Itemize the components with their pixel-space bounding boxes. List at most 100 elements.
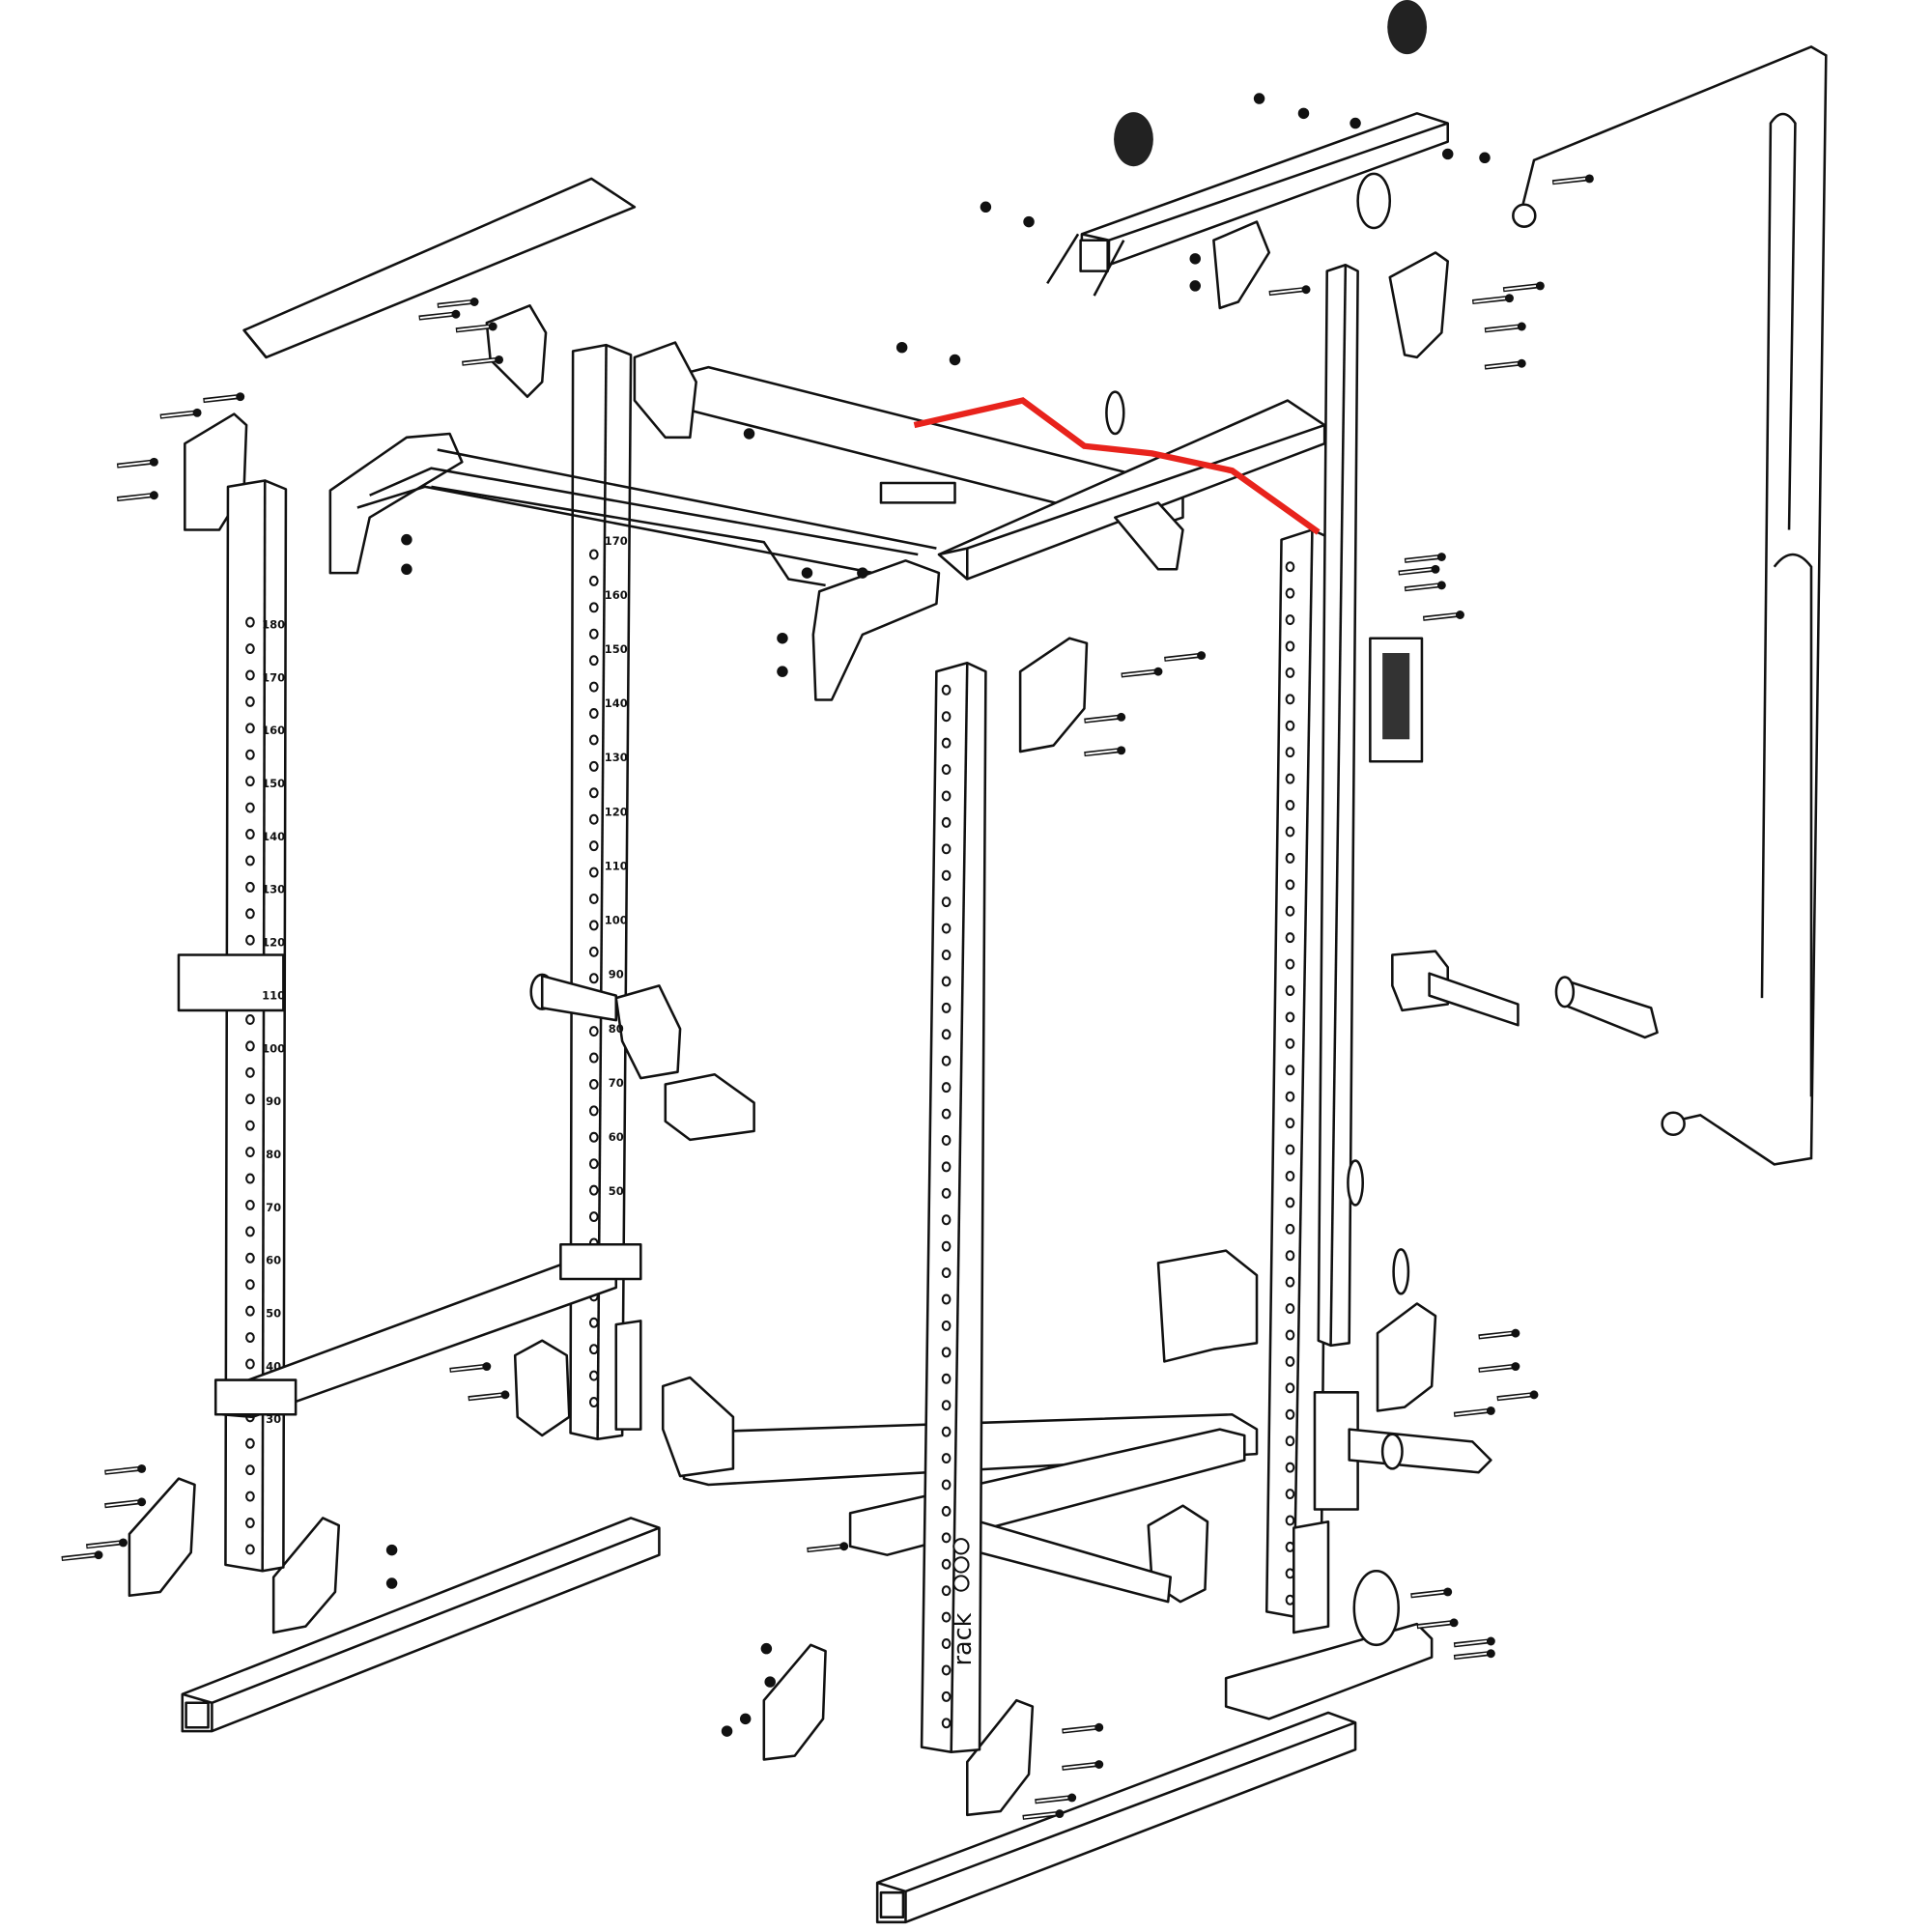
upright-hole xyxy=(941,923,952,934)
upright-hole xyxy=(941,950,952,961)
upright-hole xyxy=(245,1252,255,1264)
upright-hole xyxy=(245,1358,255,1370)
bolt xyxy=(1422,611,1464,621)
upright-hole xyxy=(1285,1091,1295,1102)
weight-horn xyxy=(1391,950,1659,1039)
upright-hole xyxy=(941,1585,952,1597)
upright-hole xyxy=(245,1332,255,1344)
upright-hole xyxy=(245,1305,255,1317)
upright-hole xyxy=(941,816,952,828)
nut xyxy=(760,1642,773,1655)
bolt xyxy=(1062,1760,1104,1771)
upright-hole xyxy=(245,908,255,920)
bolt xyxy=(1478,1362,1520,1373)
height-label: 180 xyxy=(262,618,285,632)
upright-hole xyxy=(588,549,599,560)
bolt xyxy=(462,355,504,366)
upright-hole xyxy=(941,1347,952,1358)
loading-pins xyxy=(1046,233,1125,297)
logo-circles xyxy=(952,1538,970,1592)
upright-hole xyxy=(245,616,255,628)
upright-hole xyxy=(245,1199,255,1210)
nut xyxy=(1023,215,1035,228)
bolt xyxy=(1502,281,1545,293)
upright-hole xyxy=(941,1029,952,1040)
height-label: 50 xyxy=(609,1184,624,1198)
nut xyxy=(857,567,868,579)
upright-hole xyxy=(1285,1382,1295,1394)
upright-hole xyxy=(588,1158,599,1170)
upright-hole xyxy=(1285,614,1295,626)
upright-hole xyxy=(245,749,255,760)
gusset-plate xyxy=(128,1477,196,1598)
bolt xyxy=(418,309,461,321)
bolt xyxy=(104,1497,147,1509)
upright-hole xyxy=(941,1214,952,1226)
height-label: 130 xyxy=(605,751,628,764)
pulley-block-detail xyxy=(1382,653,1410,740)
upright-hole xyxy=(941,1532,952,1544)
gusset-plate xyxy=(1376,1302,1437,1412)
height-label: 110 xyxy=(605,860,628,873)
upright-hole xyxy=(941,869,952,881)
upright-hole xyxy=(588,894,599,904)
cable-ball-stop xyxy=(1512,203,1537,228)
height-label: 70 xyxy=(266,1201,281,1214)
upright-hole xyxy=(1285,640,1295,652)
height-label: 100 xyxy=(262,1041,285,1055)
upright-hole xyxy=(1285,1250,1295,1262)
upright-hole xyxy=(941,1240,952,1252)
upright-hole xyxy=(588,973,599,984)
height-label: 90 xyxy=(266,1094,281,1108)
height-label: 160 xyxy=(262,724,285,737)
gusset-plate xyxy=(513,1339,571,1437)
upright-hole xyxy=(941,1718,952,1729)
height-label: 150 xyxy=(262,777,285,790)
left-front-upright xyxy=(569,343,633,1441)
upright-hole xyxy=(941,1400,952,1411)
upright-hole xyxy=(1285,773,1295,784)
pulley-bracket xyxy=(1212,220,1271,310)
lower-pulley-wheel xyxy=(1352,1570,1400,1647)
bolt xyxy=(468,1390,510,1402)
foot-tube-end xyxy=(879,1890,905,1918)
cable-loop xyxy=(1760,112,1813,1097)
upright-hole xyxy=(941,1055,952,1066)
nut xyxy=(777,666,788,677)
upright-hole xyxy=(588,1052,599,1064)
nut xyxy=(721,1725,733,1737)
height-label: 120 xyxy=(605,805,628,818)
pipe-sleeve xyxy=(614,1320,642,1431)
bolt xyxy=(203,392,245,404)
height-label: 110 xyxy=(262,988,285,1002)
bolt xyxy=(1484,358,1526,370)
gusset-plate xyxy=(1018,637,1089,753)
upright-hole xyxy=(245,1173,255,1184)
gusset-plate xyxy=(271,1517,341,1634)
gusset-plate xyxy=(1388,251,1449,359)
height-label: 170 xyxy=(262,670,285,684)
weight-horn xyxy=(1348,1428,1492,1474)
upright-hole xyxy=(941,1002,952,1013)
gusset-plate xyxy=(762,1643,827,1761)
nut xyxy=(1350,117,1361,129)
foot-tube-end xyxy=(185,1701,210,1729)
bolt xyxy=(1404,581,1446,592)
upright-hole xyxy=(245,881,255,893)
height-label: 140 xyxy=(605,696,628,710)
height-label: 70 xyxy=(609,1076,624,1090)
upright-hole xyxy=(1285,1144,1295,1155)
bolt xyxy=(1268,285,1311,297)
upright-hole xyxy=(588,946,599,957)
nut xyxy=(980,201,992,213)
j-hook xyxy=(177,953,285,1012)
upright-hole xyxy=(588,1184,599,1196)
pulley-wheel xyxy=(1356,172,1392,230)
upright-hole xyxy=(1285,1462,1295,1473)
bottom-brace xyxy=(978,1520,1173,1604)
upright-hole xyxy=(941,843,952,855)
bolt xyxy=(449,1362,492,1373)
upright-hole xyxy=(588,1078,599,1090)
pin-lock xyxy=(1079,239,1109,272)
upright-hole xyxy=(245,1094,255,1105)
